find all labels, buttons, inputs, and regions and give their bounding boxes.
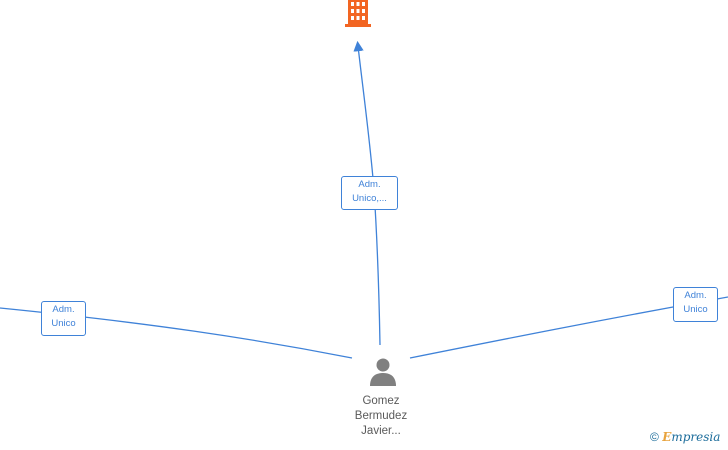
edge-label-line: Adm. bbox=[52, 304, 75, 315]
edge-label-line: Unico bbox=[683, 304, 708, 315]
empresia-logo-text: mpresia bbox=[671, 430, 721, 444]
person-name-line: Bermudez bbox=[354, 410, 408, 422]
person-icon bbox=[370, 358, 396, 386]
edge-label-to-left[interactable]: Adm. Unico bbox=[41, 301, 86, 336]
edge-label-line: Adm. bbox=[358, 179, 381, 190]
edge-label-to-company[interactable]: Adm. Unico,... bbox=[341, 176, 398, 210]
edge-label-to-right[interactable]: Adm. Unico bbox=[673, 287, 718, 322]
person-node[interactable] bbox=[366, 356, 400, 388]
copyright-symbol: © bbox=[650, 430, 659, 444]
empresia-watermark: © Empresia bbox=[650, 429, 720, 445]
person-name[interactable]: Gomez Bermudez Javier... bbox=[330, 394, 432, 439]
person-name-line: Gomez bbox=[362, 395, 400, 407]
edge-label-line: Unico bbox=[51, 318, 76, 329]
company-node[interactable] bbox=[341, 0, 375, 30]
person-name-line: Javier... bbox=[361, 425, 401, 437]
empresia-logo-initial: E bbox=[662, 430, 672, 444]
edge-label-line: Adm. bbox=[684, 290, 707, 301]
edge-label-line: Unico,... bbox=[352, 193, 387, 204]
building-icon bbox=[345, 0, 371, 27]
